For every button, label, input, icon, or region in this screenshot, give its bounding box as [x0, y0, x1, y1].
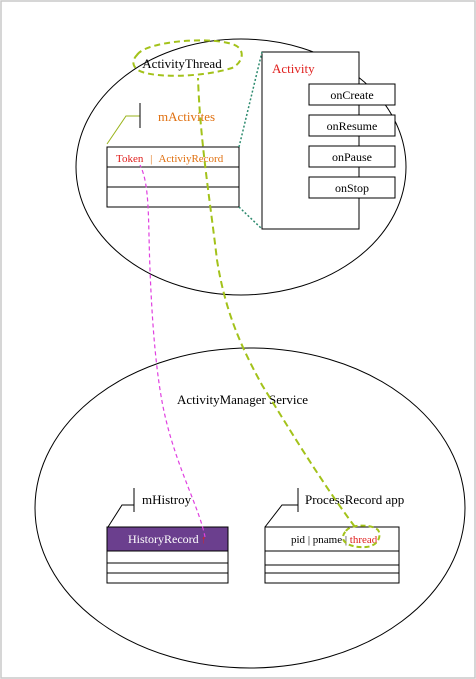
process-record-fields: pid | pname | thread	[291, 534, 378, 546]
thread-to-activity-thread-link	[197, 77, 356, 528]
thread-field: thread	[350, 534, 378, 546]
history-record-marker: ↑	[201, 534, 207, 546]
pname-separator: |	[345, 534, 347, 546]
method-label-onstop: onStop	[335, 181, 369, 195]
thread-highlight	[341, 524, 381, 549]
method-label-onpause: onPause	[332, 150, 372, 164]
activity-box: Activity	[261, 51, 360, 230]
activity-thread-label: ActivityThread	[142, 56, 222, 71]
process-record-table: pid | pname | thread	[264, 526, 400, 584]
history-record-table: HistoryRecord ↑	[106, 526, 229, 584]
activity-methods: onCreate onResume onPause onStop	[308, 83, 396, 199]
activity-record-table: Token | ActiviyRecord	[106, 146, 240, 208]
mactivites-label: mActivites	[158, 109, 215, 124]
method-box-onpause	[308, 145, 396, 168]
activity-title: Activity	[272, 61, 315, 76]
method-label-oncreate: onCreate	[330, 88, 373, 102]
activity-record-label: ActiviyRecord	[158, 153, 223, 165]
teal-link-top	[238, 51, 263, 148]
activity-manager-label: ActivityManager Service	[177, 392, 308, 407]
teal-link-bottom	[238, 206, 263, 230]
method-box-onresume	[308, 114, 396, 137]
mhistroy-label: mHistroy	[142, 492, 192, 507]
history-record-label: HistoryRecord	[128, 532, 199, 546]
process-record-label: ProcessRecord app	[305, 492, 404, 507]
history-record-header	[106, 526, 229, 552]
mactivites-pointer	[106, 115, 140, 145]
token-separator: |	[150, 153, 152, 165]
pid-separator: |	[308, 534, 310, 546]
activity-thread-ellipse	[75, 38, 407, 296]
pname-field: pname	[313, 534, 342, 546]
activity-thread-highlight	[132, 39, 243, 77]
process-record-pointer	[264, 504, 298, 528]
token-label: Token	[116, 153, 144, 165]
history-to-token-link	[139, 164, 206, 538]
pid-field: pid	[291, 534, 306, 546]
method-box-onstop	[308, 176, 396, 199]
mhistroy-pointer	[107, 504, 134, 528]
method-label-onresume: onResume	[327, 119, 378, 133]
activity-record-row: Token | ActiviyRecord	[116, 153, 224, 165]
method-box-oncreate	[308, 83, 396, 106]
activity-manager-ellipse	[34, 347, 466, 669]
